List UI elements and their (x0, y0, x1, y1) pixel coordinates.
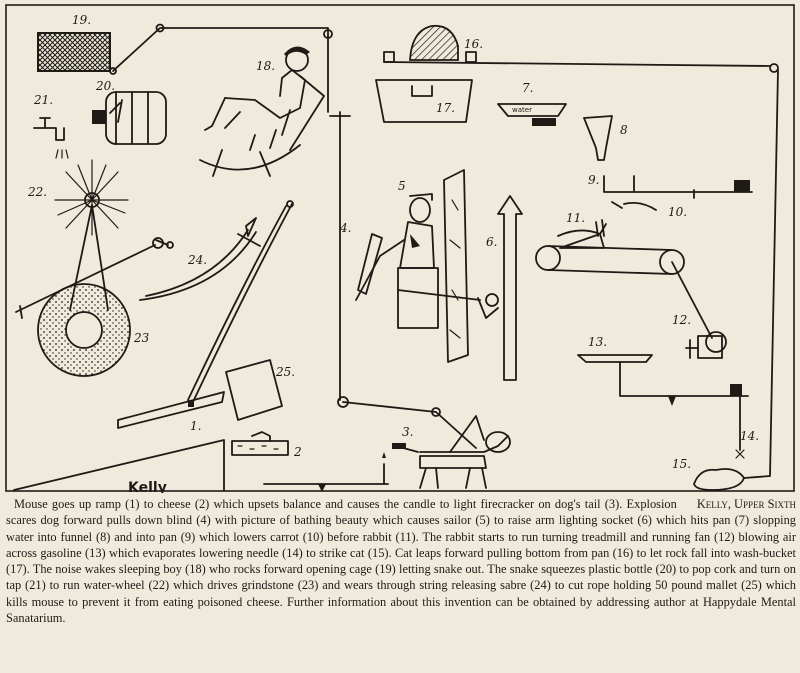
ramp (13, 439, 225, 491)
label-15: 15. (672, 457, 691, 471)
rocket-socket (477, 195, 523, 381)
label-4: 4. (339, 221, 351, 235)
rock-on-pan (383, 24, 771, 67)
label-23: 23 (133, 331, 150, 345)
drawing-frame (5, 4, 795, 492)
funnel (583, 115, 613, 161)
label-8: 8 (620, 123, 628, 137)
cheese-balance (231, 431, 389, 492)
label-20: 20. (95, 79, 115, 93)
label-1: 1. (190, 419, 201, 433)
plastic-bottle (92, 91, 167, 145)
label-18: 18. (256, 59, 275, 73)
label-24: 24. (187, 253, 207, 267)
gasoline-pan-needle (577, 354, 749, 459)
dog-with-firecracker (392, 415, 511, 489)
label-14: 14. (740, 429, 759, 443)
label-17: 17. (436, 101, 455, 115)
label-12: 12. (672, 313, 691, 327)
label-6: 6. (486, 235, 497, 249)
sailor (355, 193, 481, 329)
sleeping-cat (693, 63, 779, 491)
blind-pulley (329, 111, 477, 449)
water-pan: water (497, 103, 567, 126)
label-3: 3. (402, 425, 413, 439)
label-9: 9. (588, 173, 599, 187)
rabbit-treadmill-fan (535, 219, 727, 359)
label-11: 11. (566, 211, 585, 225)
sabre (139, 217, 261, 301)
boy-in-rocking-chair (199, 46, 325, 177)
label-21: 21. (33, 93, 53, 107)
bathing-beauty-post (443, 169, 469, 363)
caption-signature: Kelly, Upper Sixth (696, 497, 796, 511)
water-tap (33, 117, 69, 159)
grindstone (15, 237, 174, 377)
label-13: 13. (588, 335, 607, 349)
wash-bucket (375, 79, 473, 123)
water-label: water (512, 106, 532, 114)
label-5: 5 (398, 179, 406, 193)
snake-cage (37, 23, 333, 113)
balance-pan-carrot (603, 175, 753, 211)
label-10: 10. (668, 205, 687, 219)
mallet (117, 200, 294, 429)
label-16: 16. (464, 37, 483, 51)
label-19: 19. (72, 13, 91, 27)
label-2: 2 (293, 445, 302, 459)
label-25: 25. (275, 365, 295, 379)
label-7: 7. (522, 81, 533, 95)
artist-signature: Kelly (128, 480, 167, 493)
caption-text: Mouse goes up ramp (1) to cheese (2) whi… (6, 497, 796, 626)
contraption-drawing: water (5, 4, 795, 493)
label-22: 22. (27, 185, 47, 199)
